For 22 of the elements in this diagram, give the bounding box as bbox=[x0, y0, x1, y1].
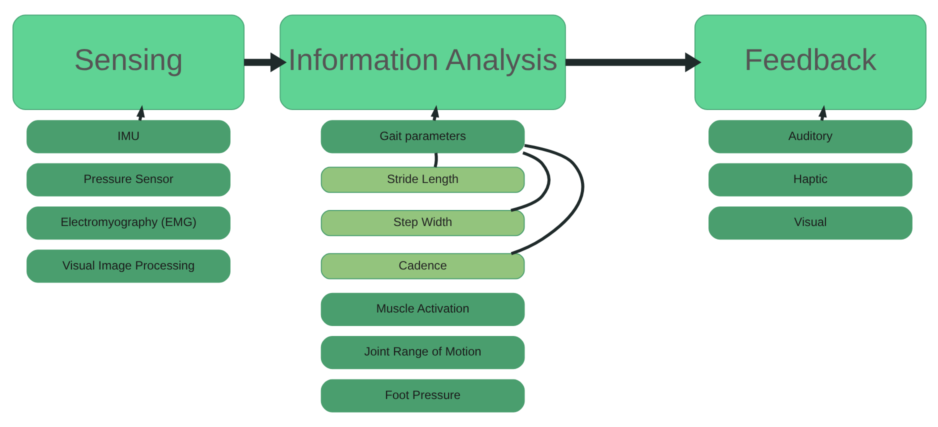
node-box: Foot Pressure bbox=[320, 379, 524, 412]
node-box: Pressure Sensor bbox=[26, 163, 230, 196]
node-box: Electromyography (EMG) bbox=[26, 206, 230, 240]
node-box: IMU bbox=[26, 120, 230, 154]
node-box: Feedback bbox=[694, 14, 926, 110]
node-box: Information Analysis bbox=[279, 14, 566, 110]
node-box: Muscle Activation bbox=[320, 292, 524, 326]
node-box: Gait parameters bbox=[320, 120, 524, 154]
arrow bbox=[565, 52, 701, 72]
node-box: Joint Range of Motion bbox=[320, 336, 524, 370]
node-box: Cadence bbox=[320, 253, 524, 280]
connector bbox=[510, 144, 584, 256]
node-box: Haptic bbox=[708, 163, 912, 196]
arrow bbox=[244, 52, 286, 72]
node-box: Step Width bbox=[320, 210, 524, 236]
node-box: Visual bbox=[708, 206, 912, 240]
connector bbox=[433, 152, 438, 168]
node-box: Stride Length bbox=[320, 166, 524, 193]
node-box: Sensing bbox=[12, 14, 244, 110]
node-box: Visual Image Processing bbox=[26, 250, 230, 283]
connector bbox=[510, 151, 550, 212]
node-box: Auditory bbox=[708, 120, 912, 154]
